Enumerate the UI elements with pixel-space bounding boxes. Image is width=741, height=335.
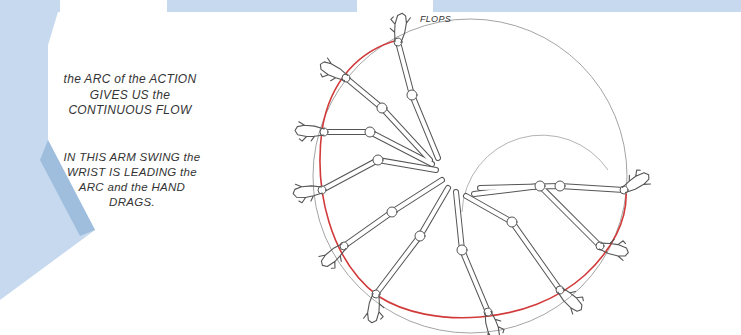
guide-arc <box>462 135 608 212</box>
handwritten-note: the ARC of the ACTION GIVES US the CONTI… <box>55 72 205 119</box>
callout-label: FLOPS <box>420 14 451 26</box>
background-panel <box>0 0 741 300</box>
guide-circle <box>313 19 627 333</box>
arm-poses <box>292 12 653 335</box>
handwritten-note: IN THIS ARM SWING the WRIST IS LEADING t… <box>62 150 202 210</box>
action-arc <box>320 40 626 318</box>
